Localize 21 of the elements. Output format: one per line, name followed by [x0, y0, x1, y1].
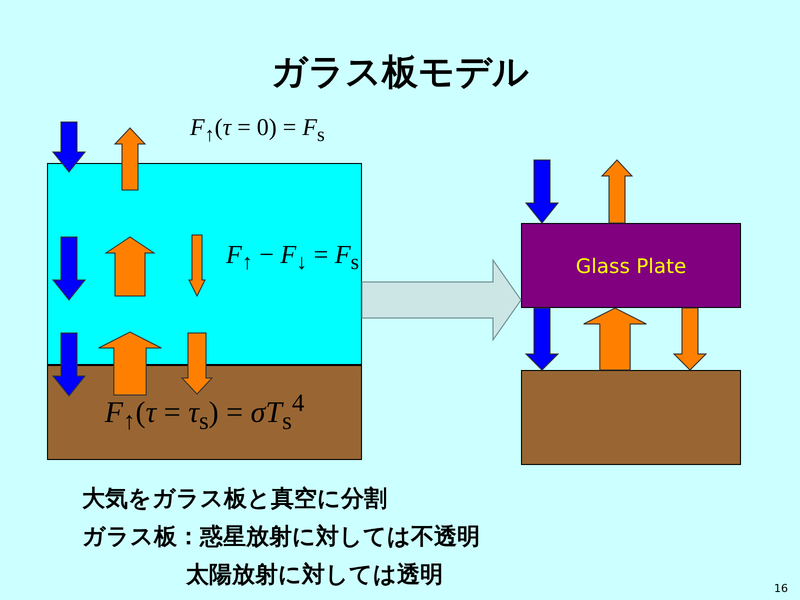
upward-arrow [600, 159, 634, 224]
upward-arrow [583, 307, 647, 370]
downward-arrow [52, 122, 86, 173]
note-text: 太陽放射に対しては透明 [186, 561, 443, 590]
downward-arrow [180, 332, 214, 395]
glass-plate-box: Glass Plate [521, 223, 741, 308]
transition-arrow [362, 258, 522, 342]
downward-arrow [672, 308, 708, 371]
page-number: 16 [774, 582, 788, 595]
slide-title: ガラス板モデル [270, 51, 530, 95]
equation: F$_{↑}$(τ = 0) = F$_{s}$ [190, 115, 325, 147]
downward-arrow [524, 160, 560, 224]
upward-arrow [98, 331, 162, 396]
ground-block [521, 370, 741, 465]
downward-arrow [524, 308, 560, 371]
atmosphere-box [47, 163, 362, 365]
note-text: 大気をガラス板と真空に分割 [82, 485, 387, 514]
note-text: ガラス板：惑星放射に対しては不透明 [82, 523, 480, 552]
equation: F$_{↑}$ − F$_{↓}$ = F$_{s}$ [226, 240, 360, 276]
downward-arrow [52, 332, 86, 397]
upward-arrow [114, 127, 146, 190]
